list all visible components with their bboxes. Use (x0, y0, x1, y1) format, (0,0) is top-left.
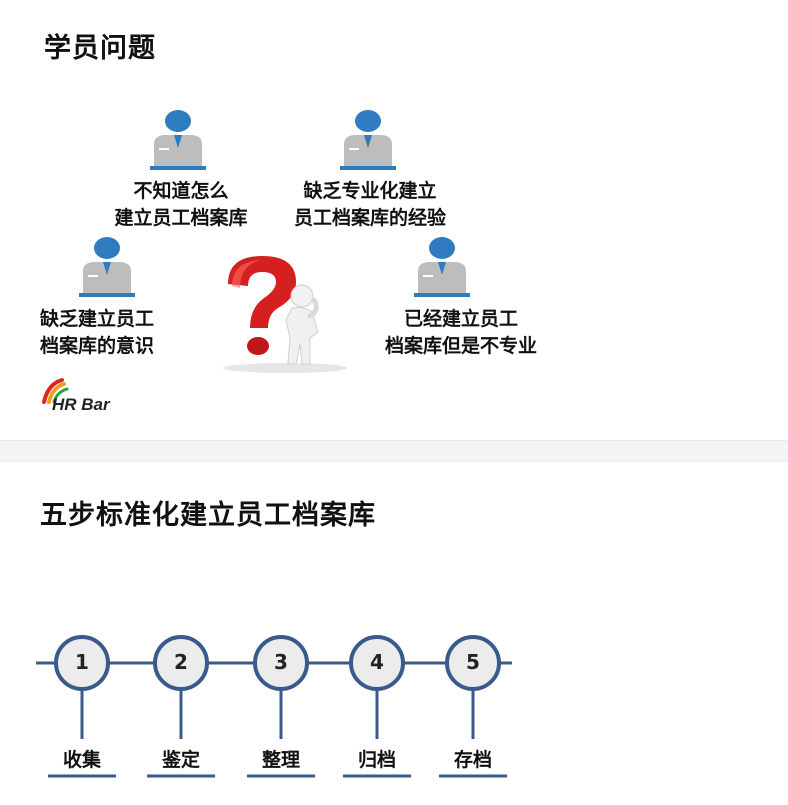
person-icon (79, 237, 135, 297)
step-label: 归档 (357, 749, 396, 771)
step-circle (349, 635, 405, 691)
person-icon (414, 237, 470, 297)
student-problems-section: 学员问题 不知道怎么 建立员工档案库 缺乏专业化建立 员工档案库的经验 (40, 33, 550, 414)
step-number: 5 (466, 650, 480, 674)
person-icon (340, 110, 396, 170)
person-icon (150, 110, 206, 170)
step-number: 3 (274, 650, 288, 674)
five-steps-section: 五步标准化建立员工档案库 1 收集 2 鉴定 3 整理 4 归档 5 存档 (0, 462, 788, 805)
problem-caption: 缺乏建立员工 档案库的意识 (40, 306, 178, 360)
step-circle (253, 635, 309, 691)
step-number: 1 (75, 650, 89, 674)
step-circle (54, 635, 110, 691)
step-label: 存档 (453, 749, 492, 771)
steps-timeline (36, 635, 512, 778)
problem-caption: 不知道怎么 建立员工档案库 (104, 178, 258, 232)
caption-line: 已经建立员工 (403, 308, 518, 330)
section-title: 五步标准化建立员工档案库 (40, 500, 376, 531)
caption-line: 缺乏建立员工 (40, 308, 155, 330)
caption-line: 员工档案库的经验 (293, 207, 446, 229)
caption-line: 缺乏专业化建立 (303, 180, 437, 202)
caption-line: 档案库但是不专业 (384, 335, 537, 357)
step-label: 收集 (62, 749, 101, 771)
problem-caption: 缺乏专业化建立 员工档案库的经验 (284, 178, 456, 232)
step-label: 鉴定 (161, 749, 200, 771)
step-number: 4 (370, 650, 384, 674)
step-circle (153, 635, 209, 691)
problem-caption: 已经建立员工 档案库但是不专业 (372, 306, 550, 360)
question-mark-figure-icon (223, 256, 347, 373)
step-label: 整理 (261, 749, 300, 771)
hr-bar-logo (42, 378, 69, 404)
step-circle (445, 635, 501, 691)
caption-line: 建立员工档案库 (114, 207, 248, 229)
caption-line: 档案库的意识 (40, 335, 155, 357)
step-number: 2 (174, 650, 188, 674)
caption-line: 不知道怎么 (133, 180, 229, 202)
logo-text: HR Bar (52, 395, 110, 414)
section-title: 学员问题 (44, 33, 156, 64)
section-divider (0, 440, 788, 462)
